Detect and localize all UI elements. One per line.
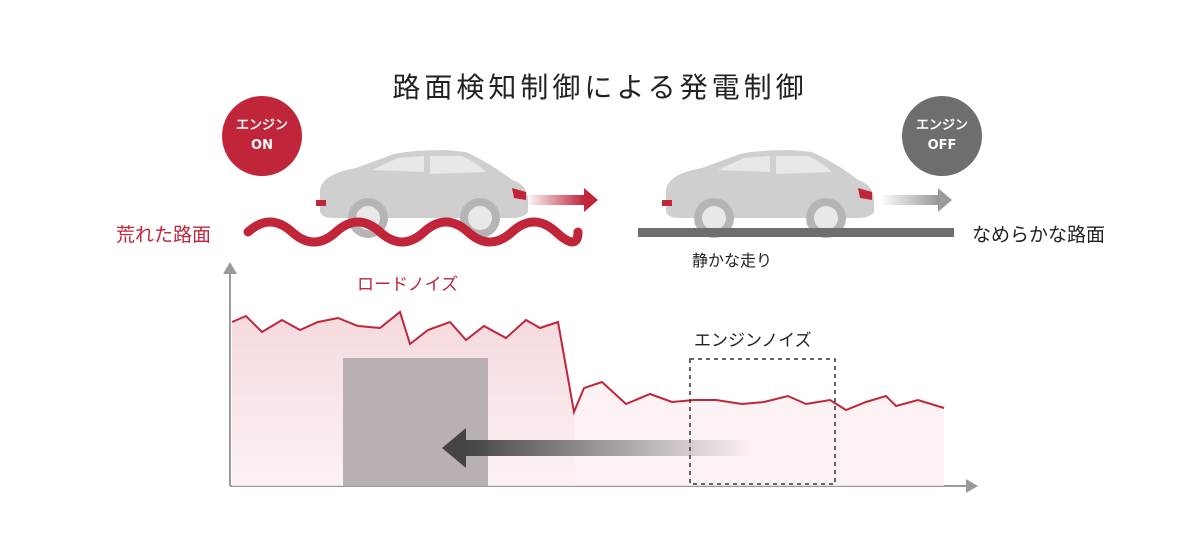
engine-off-badge: エンジン OFF [902, 96, 982, 176]
engine-on-state: ON [251, 138, 273, 153]
y-axis-arrow [223, 262, 237, 274]
quiet-run-label: 静かな走り [692, 251, 773, 270]
road-noise-label: ロードノイズ [357, 275, 459, 295]
masking-block [343, 358, 488, 486]
rough-road-wave [243, 217, 583, 247]
noise-line [231, 310, 945, 416]
rough-road-label: 荒れた路面 [116, 224, 212, 246]
engine-noise-box [689, 358, 836, 485]
arrow-left-icon [442, 428, 752, 468]
arrow-right-icon [880, 188, 952, 212]
engine-off-label: エンジン [915, 118, 968, 133]
engine-noise-label: エンジンノイズ [694, 331, 812, 351]
smooth-road-line [638, 228, 954, 237]
x-axis-arrow [966, 479, 978, 493]
engine-on-label: エンジン [235, 118, 288, 133]
diagram-title: 路面検知制御による発電制御 [392, 71, 808, 104]
arrow-right-icon [526, 188, 598, 212]
engine-off-state: OFF [927, 138, 957, 153]
smooth-road-label: なめらかな路面 [972, 224, 1106, 246]
engine-on-badge: エンジン ON [222, 96, 302, 176]
car-right [662, 150, 874, 238]
